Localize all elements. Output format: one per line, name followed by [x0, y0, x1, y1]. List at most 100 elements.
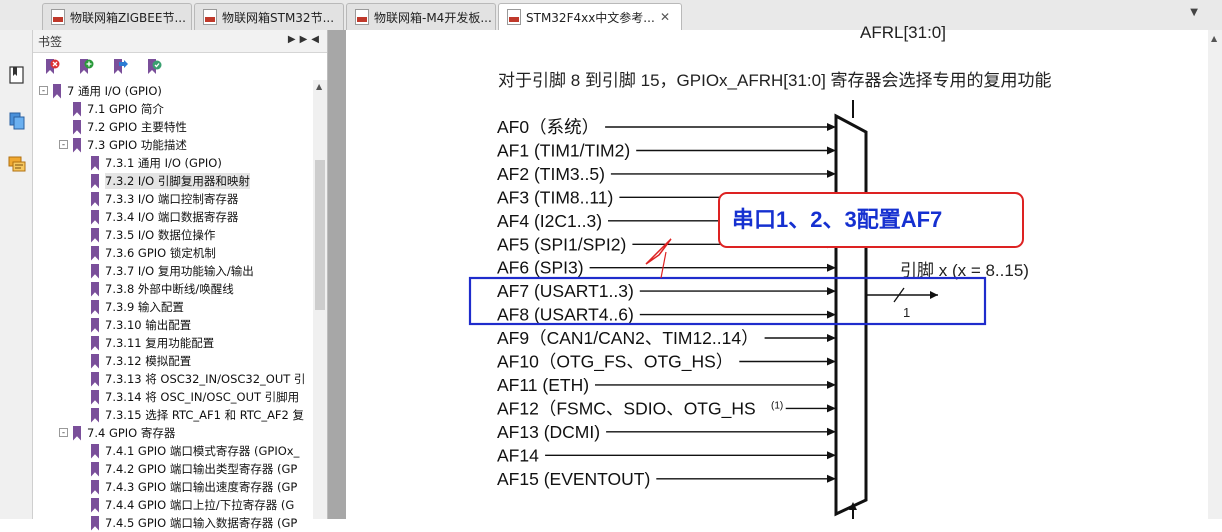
bookmark-scrollbar[interactable]: ▲ [313, 80, 327, 519]
bookmark-item[interactable]: 7.4.2 GPIO 端口输出类型寄存器 (GP [91, 460, 297, 478]
af-label: AF8 (USART4..6) [497, 305, 634, 325]
bookmark-item[interactable]: 7.4.1 GPIO 端口模式寄存器 (GPIOx_ [91, 442, 299, 460]
add-bookmark-icon[interactable] [77, 58, 95, 76]
af-input-arrowhead [827, 169, 836, 178]
af-label: AF2 (TIM3..5) [497, 164, 605, 184]
bookmark-item-label: 7.3.11 复用功能配置 [105, 336, 215, 350]
tab-stm32-node[interactable]: 物联网箱STM32节... [194, 3, 344, 30]
bookmark-item[interactable]: 7.3.6 GPIO 锁定机制 [91, 244, 216, 262]
bookmark-item-label: 7.3.15 选择 RTC_AF1 和 RTC_AF2 复 [105, 408, 305, 422]
bookmark-item[interactable]: 7.3.1 通用 I/O (GPIO) [91, 154, 222, 172]
af-label: AF0（系统） [497, 117, 599, 137]
bookmark-flag-icon [91, 407, 99, 423]
bookmark-item[interactable]: 7.4.3 GPIO 端口输出速度寄存器 (GP [91, 478, 297, 496]
bookmark-panel-icon[interactable] [8, 66, 26, 84]
af-rows: AF0（系统）AF1 (TIM1/TIM2)AF2 (TIM3..5)AF3 (… [497, 117, 836, 489]
af-label: AF7 (USART1..3) [497, 281, 634, 301]
af-input-arrowhead [827, 123, 836, 131]
bookmark-item[interactable]: 7.3.12 模拟配置 [91, 352, 191, 370]
tree-expander-icon[interactable]: - [59, 428, 68, 438]
af-label: AF4 (I2C1..3) [497, 211, 602, 231]
bookmark-item[interactable]: 7.3.11 复用功能配置 [91, 334, 214, 352]
bookmark-flag-icon [91, 497, 99, 513]
bookmark-item[interactable]: 7.3.7 I/O 复用功能输入/输出 [91, 262, 254, 280]
bus-slash [893, 287, 905, 303]
bookmark-item[interactable]: 7 通用 I/O (GPIO) [53, 82, 162, 100]
bookmark-item[interactable]: 7.3.2 I/O 引脚复用器和映射 [91, 172, 250, 190]
callout-text: 串口1、2、3配置AF7 [732, 207, 942, 232]
bookmark-properties-icon[interactable] [145, 58, 163, 76]
tab-stm32f4xx-reference[interactable]: STM32F4xx中文参考... ✕ [498, 3, 682, 30]
bookmark-flag-icon [91, 317, 99, 333]
af-input-arrowhead [827, 404, 836, 413]
bookmark-item[interactable]: 7.3.10 输出配置 [91, 316, 191, 334]
bookmark-item[interactable]: 7.3.4 I/O 端口数据寄存器 [91, 208, 238, 226]
comments-icon[interactable] [8, 156, 26, 174]
tree-expander-icon[interactable]: - [39, 86, 48, 96]
af-label: AF3 (TIM8..11) [497, 187, 613, 207]
af12-footnote-superscript: (1) [771, 400, 783, 411]
bookmark-flag-icon [91, 173, 99, 189]
bookmark-item-label: 7.3 GPIO 功能描述 [87, 138, 187, 152]
tab-menu-chevron-down-icon[interactable]: ▼ [1190, 7, 1198, 18]
tab-label: 物联网箱-M4开发板... [374, 10, 492, 25]
bookmark-item[interactable]: 7.1 GPIO 简介 [73, 100, 164, 118]
pdf-page: AFRL[31:0] 对于引脚 8 到引脚 15，GPIOx_AFRH[31:0… [346, 23, 1208, 519]
bookmark-item[interactable]: 7.3.3 I/O 端口控制寄存器 [91, 190, 238, 208]
scrollbar-thumb[interactable] [315, 160, 325, 310]
pages-thumbnail-icon[interactable] [8, 112, 26, 130]
scroll-up-icon[interactable]: ▲ [316, 82, 323, 91]
bookmark-item-label: 7.3.3 I/O 端口控制寄存器 [105, 192, 239, 206]
document-scrollbar[interactable]: ▲ [1208, 30, 1222, 519]
delete-bookmark-icon[interactable] [43, 58, 61, 76]
bookmark-item[interactable]: 7.2 GPIO 主要特性 [73, 118, 187, 136]
bookmark-item[interactable]: 7.3.15 选择 RTC_AF1 和 RTC_AF2 复 [91, 406, 304, 424]
go-to-bookmark-icon[interactable] [111, 58, 129, 76]
bookmark-item[interactable]: 7.4 GPIO 寄存器 [73, 424, 175, 442]
tab-bar: 物联网箱ZIGBEE节... 物联网箱STM32节... 物联网箱-M4开发板.… [0, 0, 1222, 31]
bookmark-item-label: 7.3.10 输出配置 [105, 318, 192, 332]
close-icon[interactable]: ✕ [660, 10, 671, 24]
af-label: AF9（CAN1/CAN2、TIM12..14） [497, 328, 759, 348]
bookmark-item-label: 7.1 GPIO 简介 [87, 102, 164, 116]
af-label: AF10（OTG_FS、OTG_HS） [497, 352, 733, 373]
callout-tail [645, 238, 672, 265]
pin-label: 引脚 x (x = 8..15) [900, 261, 1029, 280]
af7-af8-highlight-box [468, 276, 987, 326]
bookmark-flag-icon [91, 479, 99, 495]
bookmark-item[interactable]: 7.3.9 输入配置 [91, 298, 184, 316]
callout-pointer [660, 251, 667, 279]
bookmark-item-label: 7.3.2 I/O 引脚复用器和映射 [105, 173, 250, 189]
bookmark-item[interactable]: 7.3 GPIO 功能描述 [73, 136, 187, 154]
bookmark-item-label: 7.3.13 将 OSC32_IN/OSC32_OUT 引 [105, 372, 306, 386]
bookmark-flag-icon [91, 191, 99, 207]
bookmark-item-label: 7.4.2 GPIO 端口输出类型寄存器 (GP [105, 462, 298, 476]
af-label: AF11 (ETH) [497, 375, 589, 395]
bookmark-panel-title: 书签 [38, 35, 63, 49]
scroll-up-icon[interactable]: ▲ [1211, 34, 1218, 43]
expand-panel-icon[interactable]: ▶▶ [287, 34, 312, 45]
document-viewport: AFRL[31:0] 对于引脚 8 到引脚 15，GPIOx_AFRH[31:0… [328, 23, 1208, 519]
bookmark-flag-icon [91, 461, 99, 477]
bookmark-item[interactable]: 7.3.8 外部中断线/唤醒线 [91, 280, 234, 298]
afrl-label: AFRL[31:0] [860, 23, 946, 42]
bookmark-toolbar [33, 53, 327, 81]
bookmark-item[interactable]: 7.3.5 I/O 数据位操作 [91, 226, 215, 244]
tab-zigbee[interactable]: 物联网箱ZIGBEE节... [42, 3, 192, 30]
bookmark-item[interactable]: 7.3.14 将 OSC_IN/OSC_OUT 引脚用 [91, 388, 299, 406]
bookmark-flag-icon [91, 299, 99, 315]
tab-label: 物联网箱ZIGBEE节... [70, 10, 186, 25]
af-input-arrowhead [827, 357, 836, 366]
bookmark-item[interactable]: 7.3.13 将 OSC32_IN/OSC32_OUT 引 [91, 370, 305, 388]
tree-expander-icon[interactable]: - [59, 140, 68, 150]
bookmark-flag-icon [91, 335, 99, 351]
bookmark-flag-icon [91, 227, 99, 243]
bookmark-item[interactable]: 7.4.5 GPIO 端口输入数据寄存器 (GP [91, 514, 297, 532]
bookmark-flag-icon [73, 101, 81, 117]
bookmark-flag-icon [91, 371, 99, 387]
bookmark-item[interactable]: 7.4.4 GPIO 端口上拉/下拉寄存器 (G [91, 496, 294, 514]
tab-m4-board[interactable]: 物联网箱-M4开发板... [346, 3, 496, 30]
af-input-arrowhead [827, 451, 836, 460]
tab-label: 物联网箱STM32节... [222, 10, 335, 25]
collapse-panel-icon[interactable]: ◀ [311, 34, 323, 45]
